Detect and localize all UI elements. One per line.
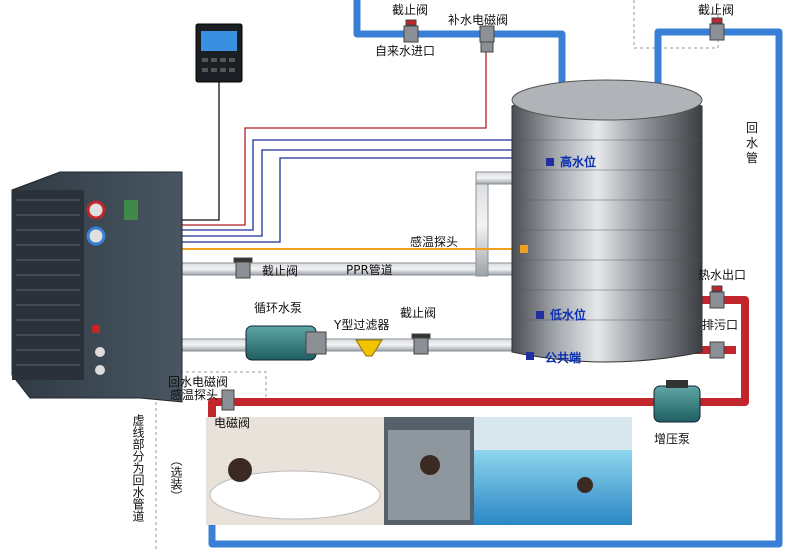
label-return-pipe-3: 管: [746, 150, 758, 165]
label-valve-circ: 截止阀: [400, 306, 436, 320]
cold-water-pipes: [208, 0, 783, 548]
heat-pump-unit: [11, 171, 183, 403]
valve-icons: [221, 17, 725, 411]
label-drain: 排污口: [702, 318, 738, 332]
label-return-probe: 感温探头: [170, 387, 218, 402]
label-low-level: 低水位: [549, 307, 586, 322]
label-circ-pump: 循环水泵: [254, 301, 302, 315]
label-booster-pump: 增压泵: [654, 432, 690, 446]
label-ppr-pipe: PPR管道: [346, 262, 393, 277]
pool-photo: [474, 417, 632, 525]
label-common: 公共端: [545, 350, 581, 365]
signal-wires: [182, 40, 552, 356]
booster-pump: [653, 380, 701, 423]
label-tap-inlet: 自来水进口: [375, 44, 435, 58]
label-return-solenoid: 回水电磁阀: [168, 374, 228, 389]
y-filter-icon: [355, 339, 383, 357]
label-valve-top-left: 截止阀: [392, 3, 428, 17]
label-optional: （选装）: [169, 454, 183, 502]
label-hot-outlet: 热水出口: [698, 268, 746, 282]
circulation-pump: [245, 325, 327, 361]
label-dashed-note: 虚线部分为回水管道: [131, 414, 145, 522]
label-high-level: 高水位: [560, 154, 596, 169]
label-return-pipe-2: 水: [746, 136, 758, 150]
label-valve-ppr: 截止阀: [262, 264, 298, 278]
label-solenoid: 电磁阀: [214, 415, 250, 430]
water-tank: [511, 79, 703, 363]
label-valve-top-right: 截止阀: [698, 3, 734, 17]
label-y-filter: Y型过滤器: [333, 318, 389, 332]
controller-panel: [195, 23, 243, 83]
bathtub-photo: [206, 417, 384, 525]
label-temp-probe: 感温探头: [410, 234, 458, 249]
label-return-pipe-1: 回: [746, 121, 758, 135]
label-fill-solenoid: 补水电磁阀: [448, 12, 508, 27]
shower-photo: [384, 417, 474, 525]
